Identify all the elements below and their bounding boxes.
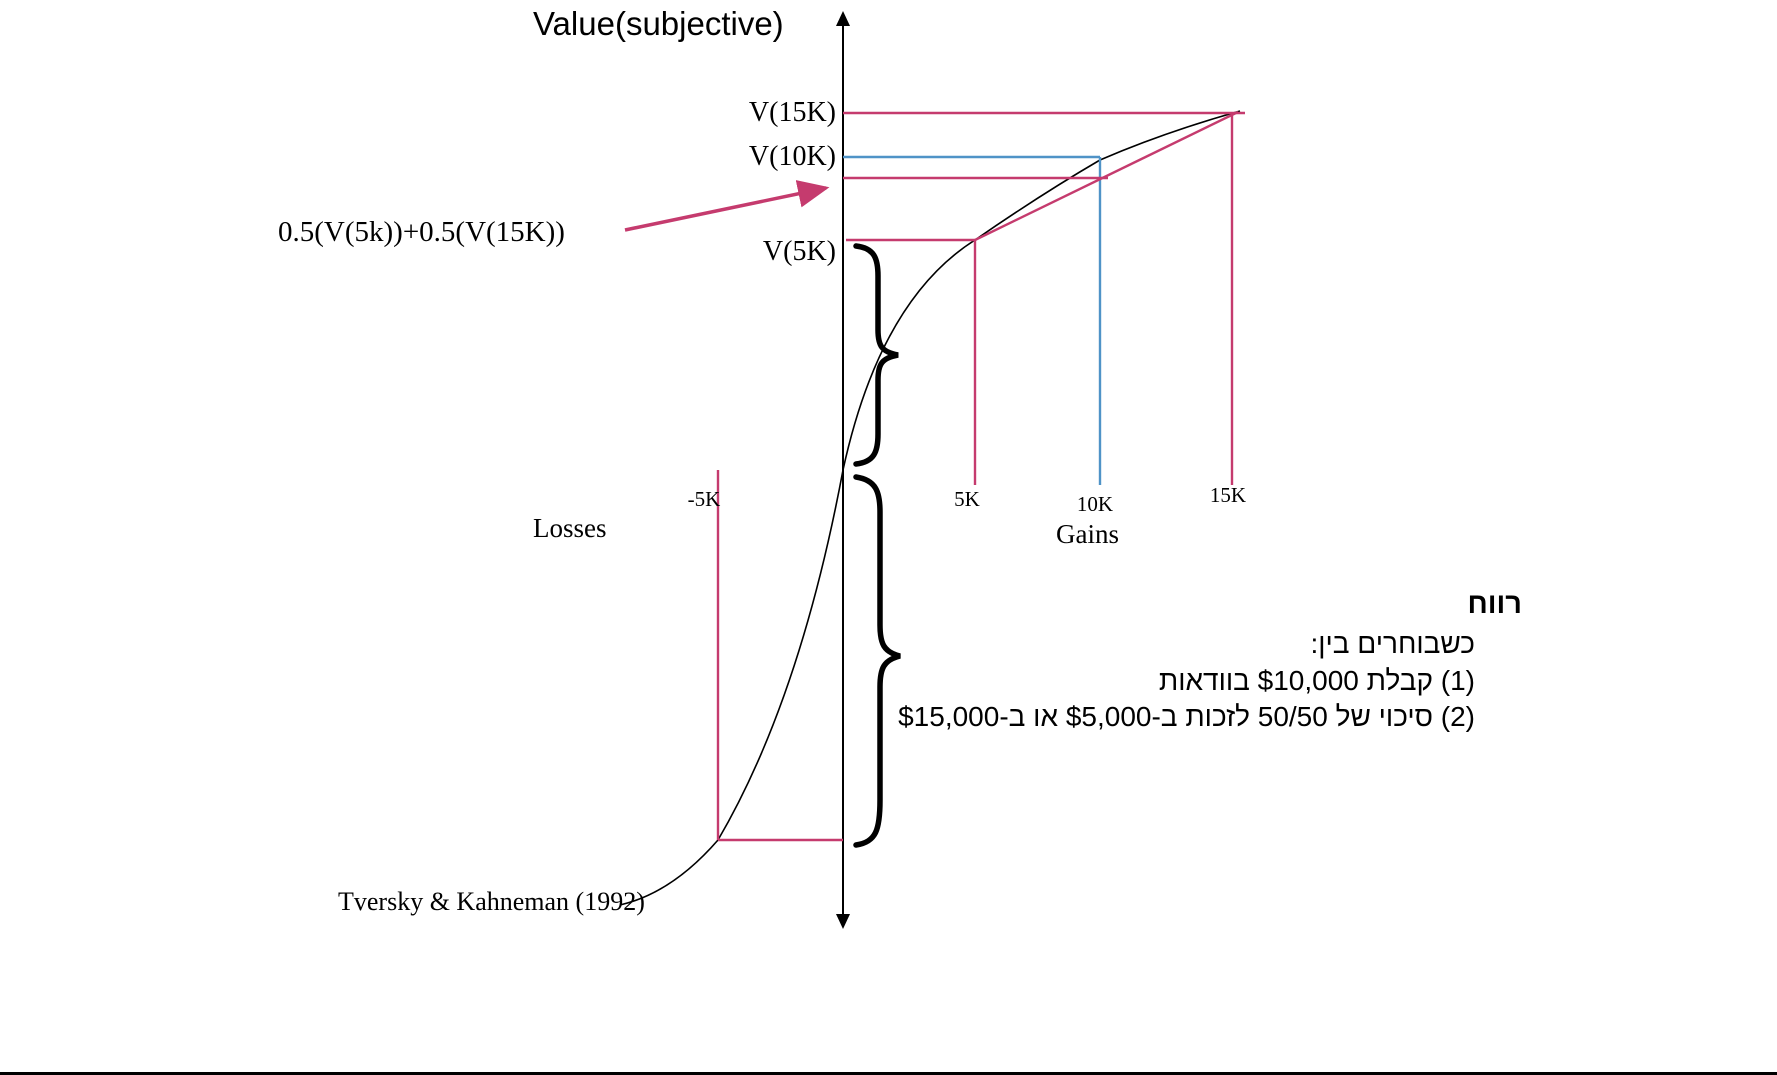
v10k-label: V(10K) <box>748 141 836 172</box>
tick-10k: 10K <box>1076 492 1114 516</box>
tick-5k: 5K <box>954 487 980 511</box>
v5k-label: V(5K) <box>762 236 836 267</box>
tick-neg-5k: -5K <box>687 487 721 511</box>
axis-arrowhead-top-icon <box>836 11 850 26</box>
gain-value-brace-icon <box>853 243 899 467</box>
expected-value-arrow-icon <box>624 180 830 232</box>
hebrew-choosing-between: כשבוחרים בין: <box>1310 628 1475 659</box>
expected-value-label: 0.5(V(5k))+0.5(V(15K)) <box>278 216 565 248</box>
source-citation: Tversky & Kahneman (1992) <box>338 887 645 916</box>
hebrew-heading-profit: רווח <box>1467 588 1522 620</box>
v15k-label: V(15K) <box>748 97 836 128</box>
gains-axis-label: Gains <box>1056 519 1119 549</box>
losses-axis-label: Losses <box>533 513 607 543</box>
tick-15k: 15K <box>1209 483 1247 507</box>
loss-value-brace-icon <box>853 474 901 848</box>
hebrew-option-1: (1) קבלת $10,000 בוודאות <box>1158 665 1475 696</box>
hebrew-option-2: (2) סיכוי של 50/50 לזכות ב-$5,000 או ב-$… <box>898 701 1475 732</box>
axis-arrowhead-bottom-icon <box>836 914 850 929</box>
gamble-chord-line <box>974 110 1239 242</box>
chart-title: Value(subjective) <box>533 5 784 42</box>
